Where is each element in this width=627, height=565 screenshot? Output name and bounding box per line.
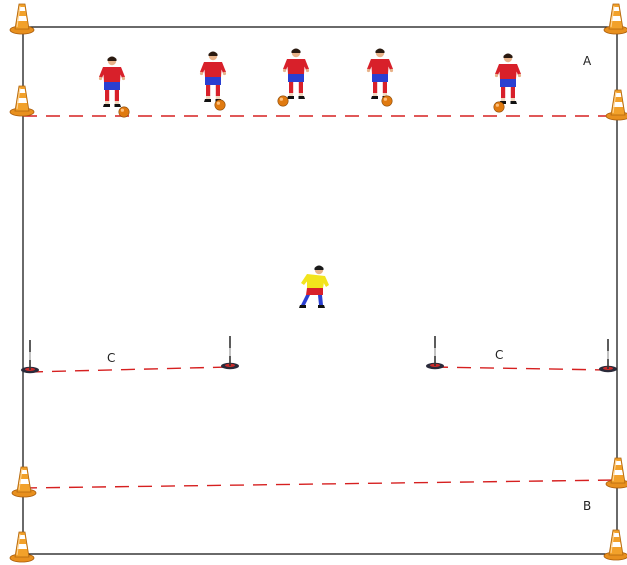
attacker-player-icon: [99, 57, 125, 108]
cone-icon: [606, 458, 627, 488]
zone-b-line: [23, 480, 617, 488]
cone-icon: [10, 86, 34, 116]
cone-icon: [604, 4, 627, 34]
ball-icon: [494, 102, 504, 112]
pole-icon: [221, 336, 239, 369]
cone-icon: [12, 467, 36, 497]
zone-a-label: A: [583, 54, 592, 68]
attacker-player-icon: [495, 54, 521, 105]
attacker-player-icon: [200, 52, 226, 103]
cone-icon: [10, 4, 34, 34]
cone-icon: [606, 90, 627, 120]
gate-right-line: [434, 367, 608, 370]
cone-icon: [10, 532, 34, 562]
ball-icon: [382, 96, 392, 106]
attacker-player-icon: [367, 49, 393, 100]
defender-player-icon: [299, 266, 329, 309]
pole-icon: [21, 340, 39, 373]
gate-left-line: [29, 367, 229, 372]
gate-left-label: C: [107, 351, 115, 365]
gate-right-label: C: [495, 348, 503, 362]
ball-icon: [119, 107, 129, 117]
zone-b-label: B: [583, 499, 591, 513]
pole-icon: [426, 336, 444, 369]
ball-icon: [215, 100, 225, 110]
ball-icon: [278, 96, 288, 106]
attacker-player-icon: [283, 49, 309, 100]
pole-icon: [599, 339, 617, 372]
cone-icon: [604, 530, 627, 560]
